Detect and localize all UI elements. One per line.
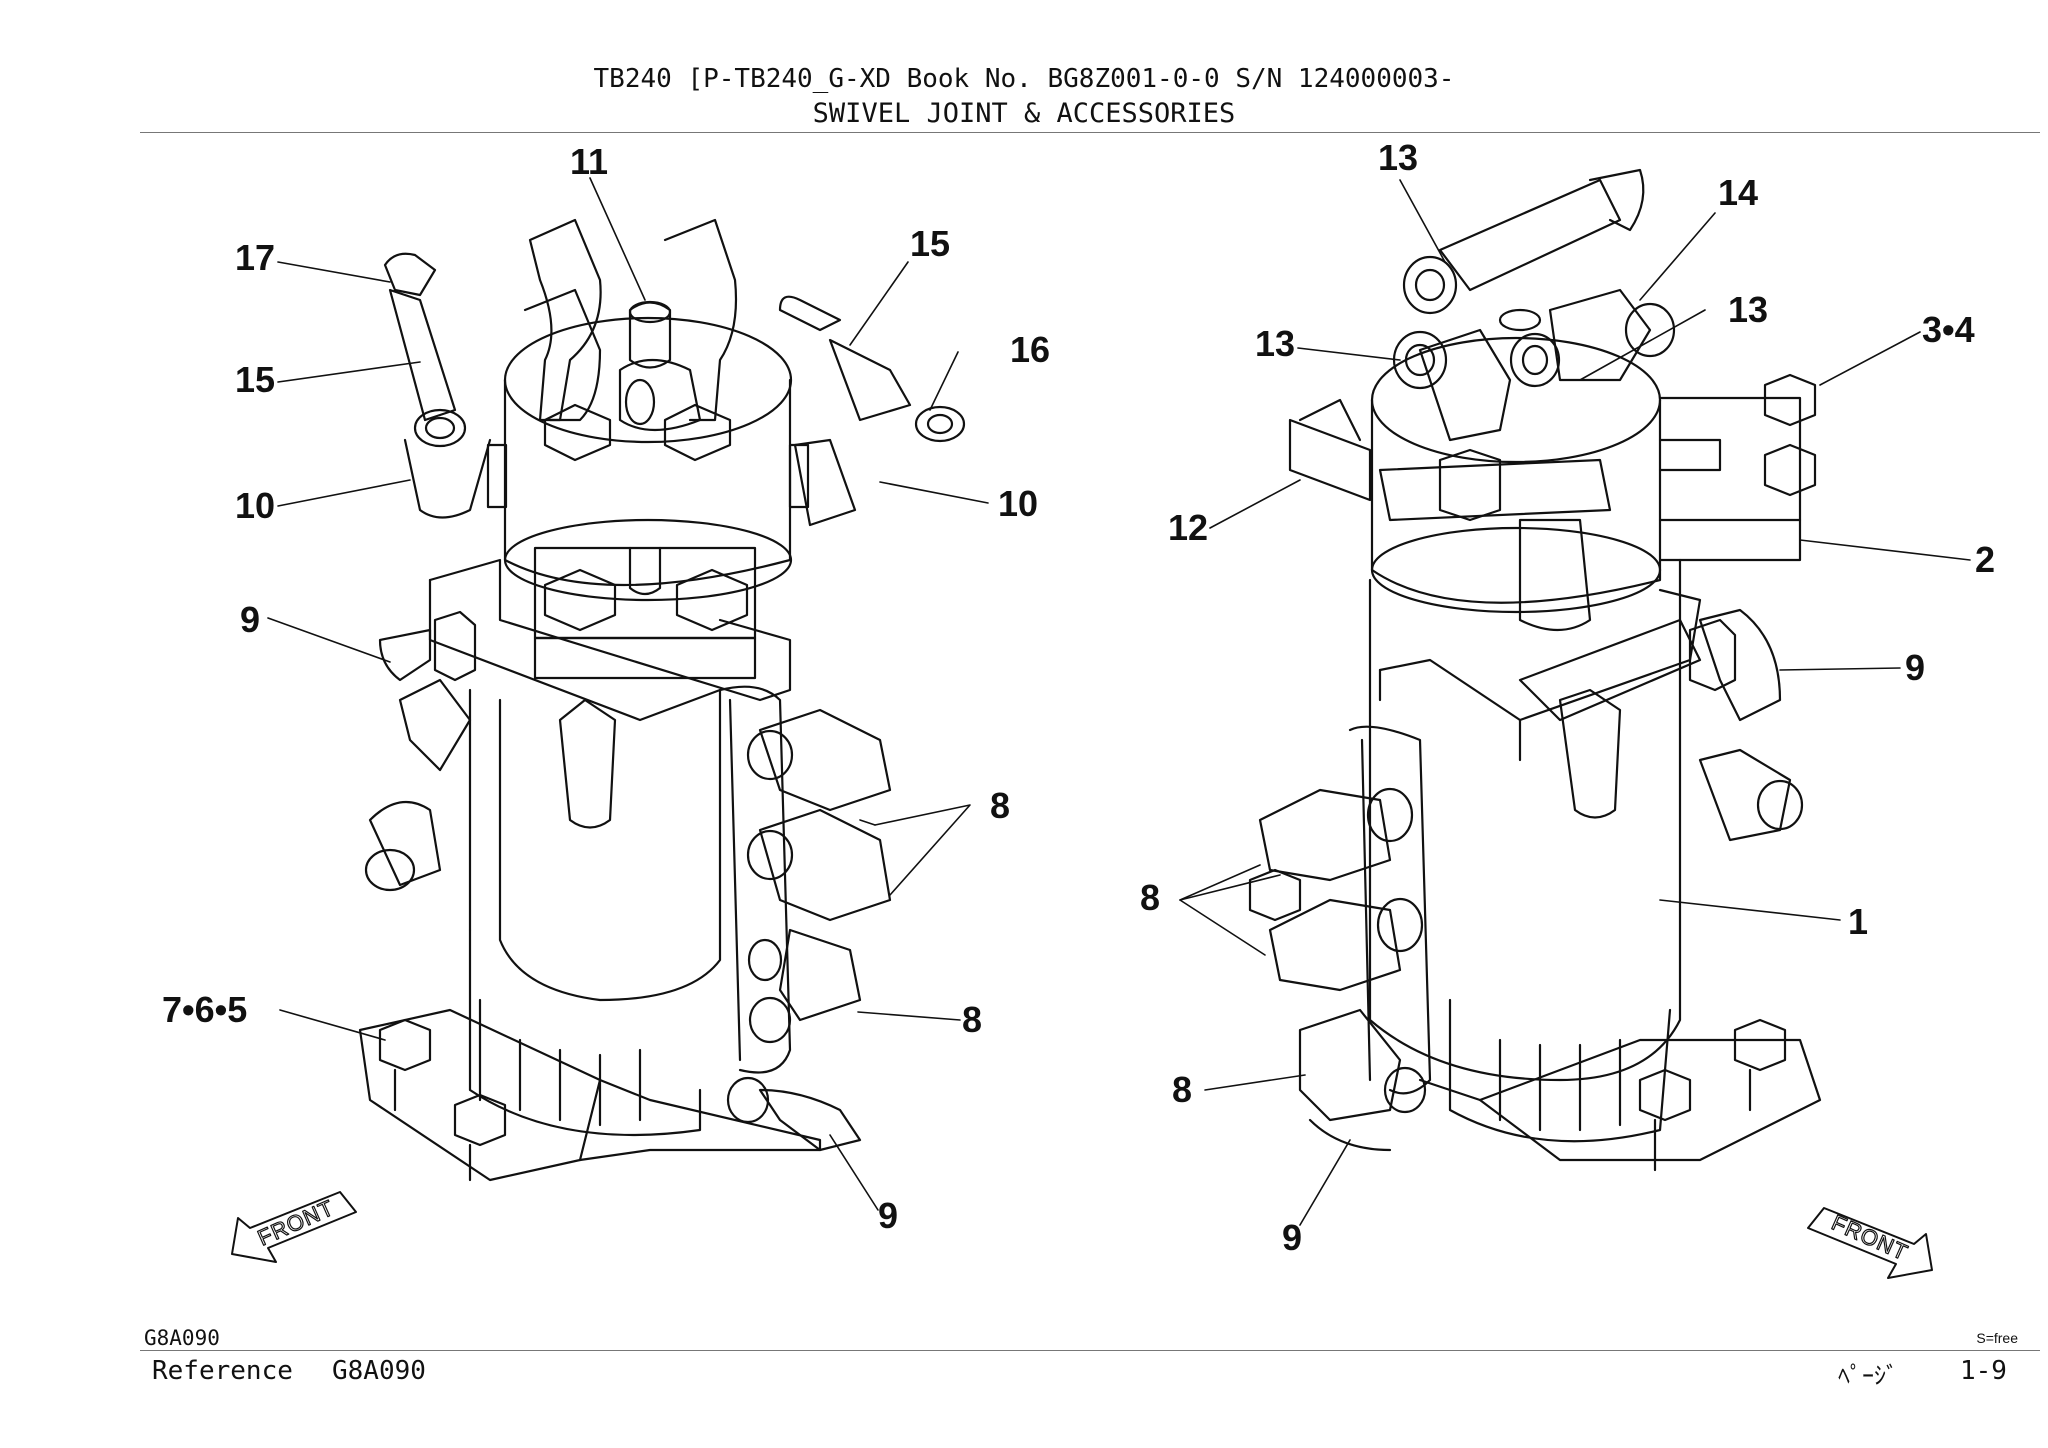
callout-10-left: 10	[235, 485, 275, 526]
footer-divider	[140, 1350, 2040, 1351]
left-callouts: 11 17 15 16 15 10 10 9 8 8 7•6•5 9	[162, 141, 1050, 1236]
callout-3-4: 3•4	[1922, 309, 1975, 350]
callout-11: 11	[570, 141, 608, 182]
callout-13-top: 13	[1378, 137, 1418, 178]
callout-9-upper: 9	[240, 599, 260, 640]
callout-2: 2	[1975, 539, 1995, 580]
callout-8-lower: 8	[962, 999, 982, 1040]
callout-8-right-pair: 8	[1140, 877, 1160, 918]
front-label-left: FRONT	[254, 1195, 338, 1251]
right-swivel-joint-view	[1248, 168, 1822, 1172]
left-swivel-joint-view	[358, 218, 966, 1182]
callout-9-lower: 9	[878, 1195, 898, 1236]
right-callouts: 13 14 13 13 3•4 12 2 9 8 1 8 9	[1140, 137, 1995, 1258]
front-arrow-left: FRONT	[231, 1191, 357, 1263]
scale-note: S=free	[1976, 1330, 2018, 1346]
leader-lines	[267, 177, 1971, 1226]
callout-8-pair: 8	[990, 785, 1010, 826]
callout-10-right: 10	[998, 483, 1038, 524]
reference-code: G8A090	[332, 1356, 426, 1386]
callout-15-left: 15	[235, 359, 275, 400]
reference-label: Reference	[152, 1356, 293, 1386]
callout-7-6-5: 7•6•5	[162, 989, 247, 1030]
page-number: 1-9	[1960, 1356, 2007, 1386]
callout-9-right: 9	[1905, 647, 1925, 688]
callout-9-right-lower: 9	[1282, 1217, 1302, 1258]
page-label: ﾍﾟｰｼﾞ	[1838, 1362, 1898, 1390]
header-line-1: TB240 [P-TB240_G-XD Book No. BG8Z001-0-0…	[593, 64, 1455, 94]
callout-13-right: 13	[1728, 289, 1768, 330]
front-label-right: FRONT	[1828, 1210, 1912, 1266]
callout-8-right-lower: 8	[1172, 1069, 1192, 1110]
callout-14: 14	[1718, 172, 1758, 213]
front-arrow-right: FRONT	[1807, 1207, 1933, 1279]
callout-13-left: 13	[1255, 323, 1295, 364]
callout-1: 1	[1848, 901, 1868, 942]
header-divider	[140, 132, 2040, 133]
callout-12: 12	[1168, 507, 1208, 548]
callout-15-right: 15	[910, 223, 950, 264]
drawing-code: G8A090	[144, 1326, 220, 1350]
callout-16: 16	[1010, 329, 1050, 370]
callout-17: 17	[235, 237, 275, 278]
page-title: SWIVEL JOINT & ACCESSORIES	[812, 98, 1236, 129]
